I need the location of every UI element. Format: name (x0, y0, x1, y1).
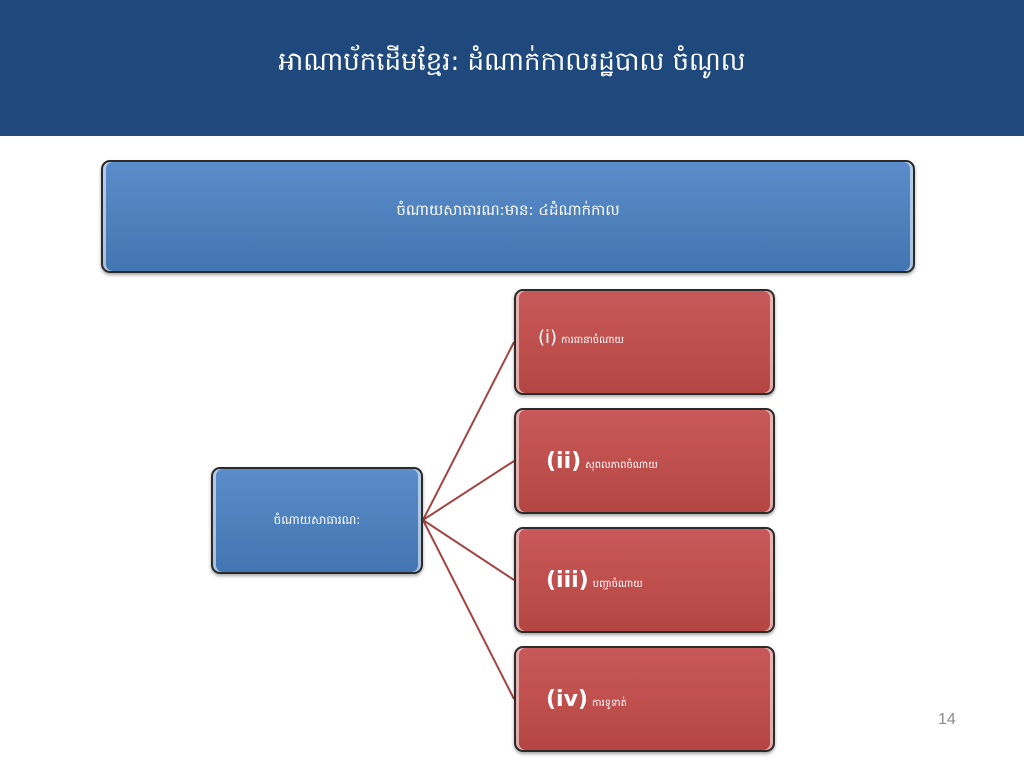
public-expenditure-box: ចំណាយសាធារណ: (211, 467, 423, 574)
stage-number: (ii) (546, 448, 582, 474)
stage-label: ការធានាចំណាយ (561, 334, 625, 346)
top-box-label: ចំណាយសាធារណ:មាន: ៤ដំណាក់កាល (396, 200, 620, 219)
slide-page-number: 14 (938, 711, 956, 728)
stage-box-1: (i) ការធានាចំណាយ (514, 289, 775, 395)
left-box-label: ចំណាយសាធារណ: (273, 512, 361, 527)
connector-line-1 (422, 341, 515, 521)
connector-line-2 (422, 460, 515, 521)
stage-label: សុពលភាពចំណាយ (585, 459, 658, 471)
stage-label: បញ្ជាចំណាយ (592, 578, 643, 590)
stage-box-3: (iii) បញ្ជាចំណាយ (514, 527, 775, 633)
stage-number: (iv) (546, 686, 588, 712)
connector-line-4 (422, 519, 515, 700)
stage-box-2: (ii) សុពលភាពចំណាយ (514, 408, 775, 514)
connector-line-3 (422, 519, 515, 581)
stage-label: ការទូទាត់ (592, 697, 627, 709)
stage-number: (i) (538, 326, 558, 348)
slide-title: អាណាប័កដើមខ្មែរ: ដំណាក់កាលរដ្ឋបាល ចំណូល (278, 47, 746, 77)
title-banner: អាណាប័កដើមខ្មែរ: ដំណាក់កាលរដ្ឋបាល ចំណូល (0, 0, 1024, 136)
stage-box-4: (iv) ការទូទាត់ (514, 646, 775, 752)
stage-number: (iii) (546, 567, 589, 593)
public-expenditure-stages-box: ចំណាយសាធារណ:មាន: ៤ដំណាក់កាល (101, 160, 915, 273)
